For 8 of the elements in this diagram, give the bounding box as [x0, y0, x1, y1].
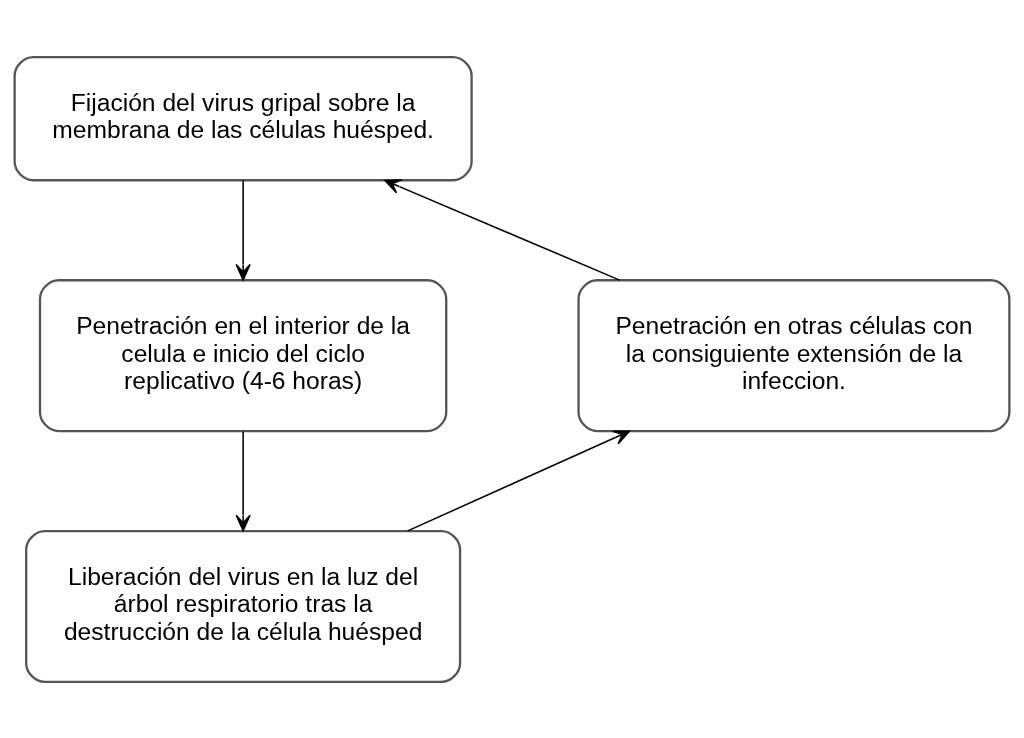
arrow: [235, 430, 251, 531]
node-box: Fijación del virus gripal sobre la membrana de las células huésped.: [13, 55, 473, 181]
arrow: [235, 179, 251, 281]
node-box: Penetración en otras células con la consiguiente extensión de la infeccion.: [577, 278, 1011, 432]
arrow: [406, 429, 631, 532]
node-box: Liberación del virus en la luz del árbol respiratorio tras la destrucción de la célula huésped: [25, 529, 462, 683]
arrow: [384, 178, 621, 281]
node-box: Penetración en el interior de la celula e inicio del ciclo replicativo (4-6 horas): [38, 278, 448, 432]
